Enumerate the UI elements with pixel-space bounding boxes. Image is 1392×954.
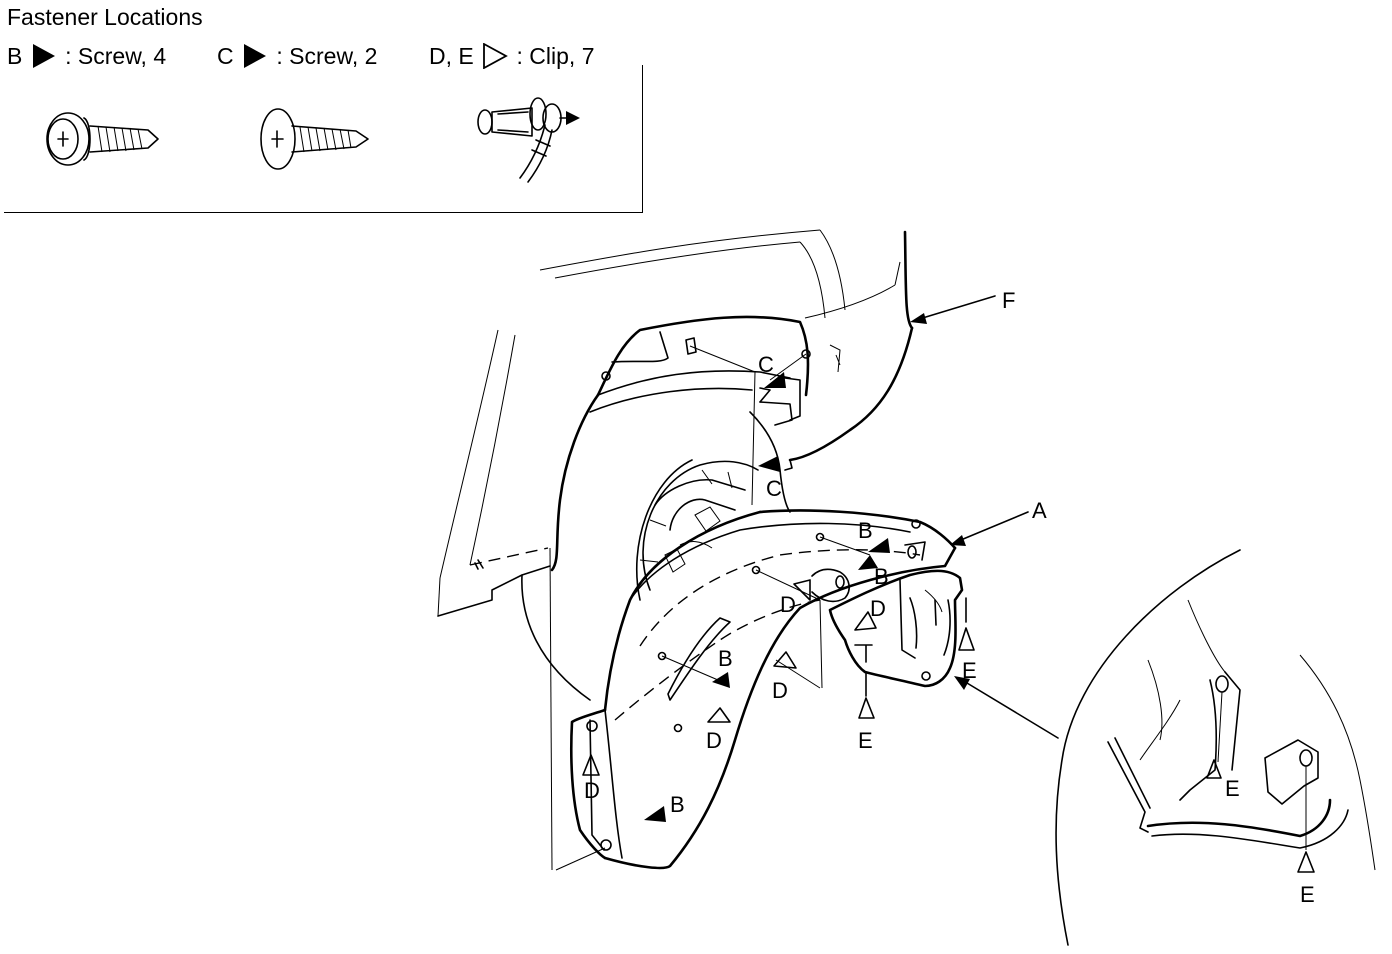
screw-b-marker-4 [644, 806, 666, 822]
clip-e-marker-3 [1206, 759, 1222, 779]
clip-markers [582, 579, 1315, 873]
clip-d-marker-3 [773, 651, 797, 669]
legend-item-c: C : Screw, 2 [217, 40, 377, 70]
clip-d-marker-5 [582, 754, 600, 776]
label-b-1: B [858, 518, 873, 543]
clip-d-marker-2 [854, 611, 877, 631]
clip-e-marker-1 [858, 697, 875, 719]
detail-inset [1055, 549, 1376, 946]
label-e-1: E [858, 728, 873, 753]
clip-e-marker-2 [958, 627, 975, 651]
rear-liner-section [828, 541, 964, 688]
legend-text-c: : Screw, 2 [276, 42, 378, 69]
fastener-legend-box [4, 65, 643, 213]
label-e-3: E [1225, 776, 1240, 801]
fender-liner-a [569, 509, 957, 870]
screw-b-icon [46, 112, 159, 166]
body-panel-f [784, 230, 914, 471]
legend-item-de: D, E : Clip, 7 [429, 40, 595, 70]
label-d-5: D [584, 778, 600, 803]
label-b-2: B [874, 564, 889, 589]
clip-icon [477, 97, 580, 183]
legend-text-de: : Clip, 7 [516, 42, 595, 69]
diagram-title: Fastener Locations [7, 4, 203, 30]
screw-c-icon [260, 108, 369, 170]
legend-key-c: C [217, 42, 234, 69]
clip-d-marker-1 [793, 579, 811, 601]
open-triangle-icon [483, 42, 509, 70]
label-d-4: D [706, 728, 722, 753]
filled-triangle-icon [32, 43, 55, 68]
screw-b-marker-1 [868, 538, 890, 553]
upper-liner [550, 315, 811, 572]
label-e-2: E [962, 658, 977, 683]
filled-triangle-icon [244, 43, 267, 68]
screw-c-marker-2 [758, 456, 780, 472]
leader-lines [865, 295, 1059, 739]
screw-b-marker-2 [858, 555, 878, 570]
label-b-3: B [718, 646, 733, 671]
screw-c-marker-1 [764, 372, 786, 388]
callout-labels: F A C C B B B B D D D D D E E E E [584, 288, 1315, 907]
screw-markers [644, 372, 890, 822]
legend-key-b: B [7, 42, 23, 69]
label-c-1: C [758, 352, 774, 377]
label-a: A [1032, 498, 1047, 523]
legend-text-b: : Screw, 4 [65, 42, 167, 69]
label-d-1: D [780, 592, 796, 617]
legend-key-de: D, E [429, 42, 474, 69]
label-b-4: B [670, 792, 685, 817]
clip-d-marker-4 [707, 707, 731, 723]
legend-item-b: B : Screw, 4 [7, 40, 166, 70]
vehicle-body-outline [437, 229, 901, 871]
screw-b-marker-3 [712, 672, 730, 688]
label-d-2: D [870, 596, 886, 621]
label-d-3: D [772, 678, 788, 703]
label-c-2: C [766, 476, 782, 501]
label-e-4: E [1300, 882, 1315, 907]
clip-e-marker-4 [1297, 851, 1315, 873]
label-f: F [1002, 288, 1015, 313]
